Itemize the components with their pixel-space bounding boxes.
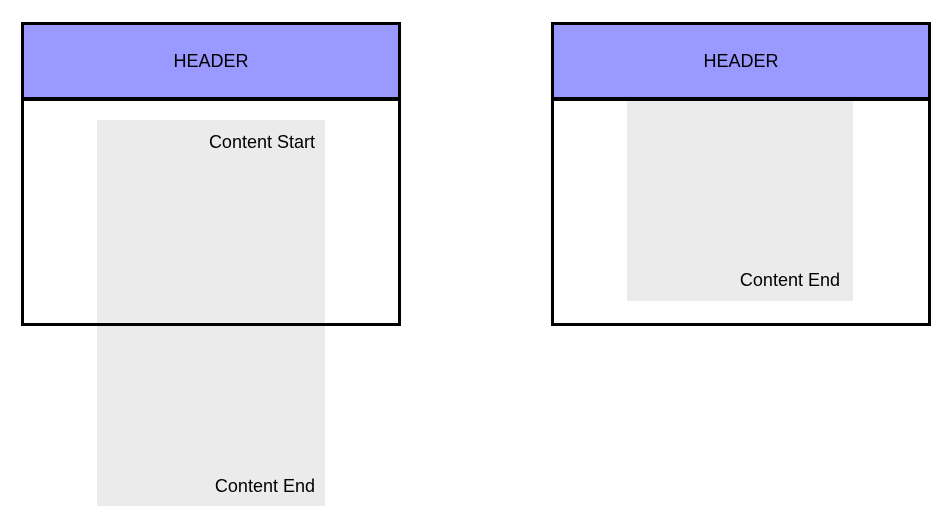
left-frame: HEADER xyxy=(21,22,401,326)
right-content-block: Content End xyxy=(627,101,853,301)
left-content-start-label: Content Start xyxy=(208,132,315,152)
left-header-bar: HEADER xyxy=(24,25,398,101)
left-content-end-label: Content End xyxy=(214,476,315,497)
right-header-bar: HEADER xyxy=(554,25,928,101)
left-content-block: Content Start Content End xyxy=(97,120,325,506)
right-content-end-label: Content End xyxy=(739,270,840,291)
right-header-label: HEADER xyxy=(703,50,779,71)
right-frame: HEADER xyxy=(551,22,931,326)
left-header-label: HEADER xyxy=(173,50,249,71)
